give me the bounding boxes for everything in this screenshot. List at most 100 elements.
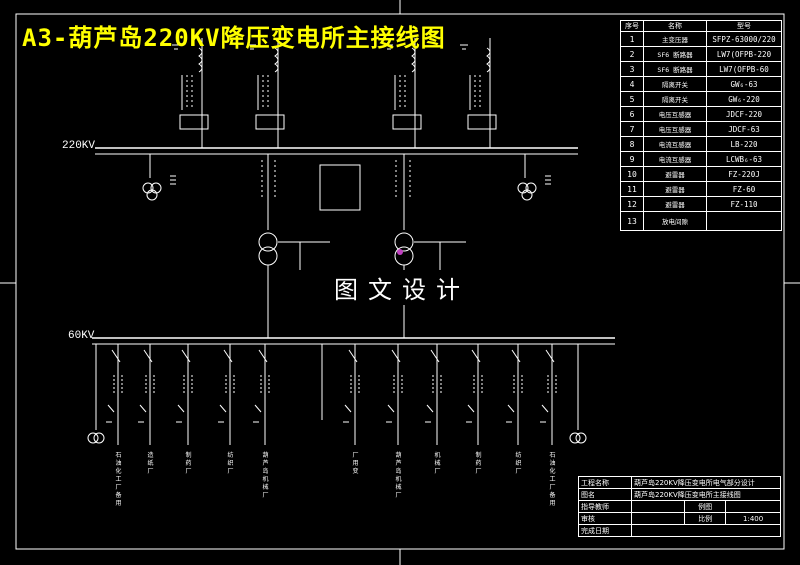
hv-bay-breaker — [255, 114, 285, 130]
mv-pt-coil — [569, 432, 581, 444]
mv-feeder-switch — [219, 404, 227, 413]
hv-bay-breaker — [392, 114, 422, 130]
legend-cell-name: 电流互感器 — [643, 136, 707, 152]
hv-disconnect-group — [319, 164, 361, 211]
tb-advisor-label: 指导教师 — [578, 500, 632, 513]
legend-cell-no: 3 — [620, 61, 644, 77]
legend-cell-model: SFPZ-63000/220 — [706, 31, 782, 47]
legend-cell-model: GW₆-63 — [706, 76, 782, 92]
mv-pt-group — [87, 344, 105, 444]
mv-feeder-switch — [223, 349, 233, 363]
feeder-label: 纺织厂 — [227, 452, 234, 475]
mv-feeder-switch — [387, 404, 395, 413]
transformer-marker — [397, 249, 403, 255]
hv-bay-ct-coil — [274, 47, 279, 73]
feeder-label: 石油化工厂备用 — [549, 452, 556, 507]
legend-cell-model: JDCF-63 — [706, 121, 782, 137]
legend-header-model: 型号 — [706, 20, 782, 32]
feeder-label: 葫芦岛机械厂 — [262, 452, 269, 499]
feeder-label: 葫芦岛机械厂 — [395, 452, 402, 499]
hv-incoming-bay — [385, 38, 422, 148]
legend-cell-name: 避雷器 — [643, 196, 707, 212]
mv-feeder-switch — [511, 349, 521, 363]
bus-60kv-label: 60KV — [68, 330, 95, 342]
feeder-label: 石油化工厂备用 — [115, 452, 122, 507]
legend-cell-model: LW7(OFPB-60 — [706, 61, 782, 77]
hv-incoming-bay — [460, 38, 497, 148]
legend-cell-name: SF6 断路器 — [643, 46, 707, 62]
legend-cell-name: 电压互感器 — [643, 106, 707, 122]
mv-feeder-switch — [177, 404, 185, 413]
legend-cell-no: 4 — [620, 76, 644, 92]
mv-feeder-switch — [107, 404, 115, 413]
mv-pt-coil — [93, 432, 105, 444]
legend-cell-name: 放电间隙 — [643, 211, 707, 231]
mv-feeder-switch — [181, 349, 191, 363]
tb-scale-label: 比例 — [683, 512, 727, 525]
mv-feeder-switch — [391, 349, 401, 363]
legend-cell-model: LB-220 — [706, 136, 782, 152]
feeder-label: 造纸厂 — [147, 452, 154, 475]
mv-feeder-bay — [106, 344, 123, 445]
legend-cell-no: 6 — [620, 106, 644, 122]
mv-feeder-switch — [545, 349, 555, 363]
pt-group-right — [517, 154, 551, 201]
mv-feeder-bay — [540, 344, 557, 445]
feeder-label: 纺织厂 — [515, 452, 522, 475]
tb-review-value — [631, 512, 685, 525]
legend-cell-model: LCWB₆-63 — [706, 151, 782, 167]
hv-bay-ct-coil — [486, 47, 491, 73]
legend-cell-name: 电流互感器 — [643, 151, 707, 167]
legend-cell-model: FZ-110 — [706, 196, 782, 212]
watermark-text: 图文设计 — [330, 270, 474, 305]
tb-advisor-value — [631, 500, 685, 513]
pt-group-left — [142, 154, 176, 201]
main-transformer-2 — [394, 154, 466, 338]
legend-cell-no: 10 — [620, 166, 644, 182]
mv-feeder-bay — [425, 344, 442, 445]
feeder-label: 制药厂 — [185, 452, 192, 475]
legend-cell-name: 避雷器 — [643, 181, 707, 197]
legend-cell-name: SF6 断路器 — [643, 61, 707, 77]
mv-feeder-switch — [507, 404, 515, 413]
legend-cell-name: 电压互感器 — [643, 121, 707, 137]
title-block: 工程名称 葫芦岛220KV降压变电所电气部分设计 图名 葫芦岛220KV降压变电… — [578, 476, 781, 537]
mv-feeder-switch — [348, 349, 358, 363]
legend-cell-no: 2 — [620, 46, 644, 62]
legend-cell-name: 避雷器 — [643, 166, 707, 182]
tb-scale-ref-value — [725, 500, 781, 513]
hv-bay-breaker — [467, 114, 497, 130]
drawing-title: A3-葫芦岛220KV降压变电所主接线图 — [22, 24, 446, 52]
legend-cell-no: 5 — [620, 91, 644, 107]
legend-cell-name: 隔离开关 — [643, 91, 707, 107]
hv-bay-breaker — [179, 114, 209, 130]
mv-pt-coil — [575, 432, 587, 444]
mv-feeder-switch — [258, 349, 268, 363]
tb-scale-ref-label: 例图 — [683, 500, 727, 513]
tb-drawing-value: 葫芦岛220KV降压变电所主接线图 — [631, 488, 781, 501]
mv-feeder-switch — [471, 349, 481, 363]
legend-cell-no: 9 — [620, 151, 644, 167]
legend-cell-model — [706, 211, 782, 231]
hv-incoming-bays — [172, 38, 497, 211]
legend-cell-name: 隔离开关 — [643, 76, 707, 92]
hv-bay-ct-coil — [411, 47, 416, 73]
mv-feeder-switch — [344, 404, 352, 413]
tb-drawing-label: 图名 — [578, 488, 632, 501]
legend-cell-no: 8 — [620, 136, 644, 152]
mv-feeder-bay — [253, 344, 270, 445]
mv-feeder-switch — [467, 404, 475, 413]
feeder-label: 机械厂 — [434, 452, 441, 475]
